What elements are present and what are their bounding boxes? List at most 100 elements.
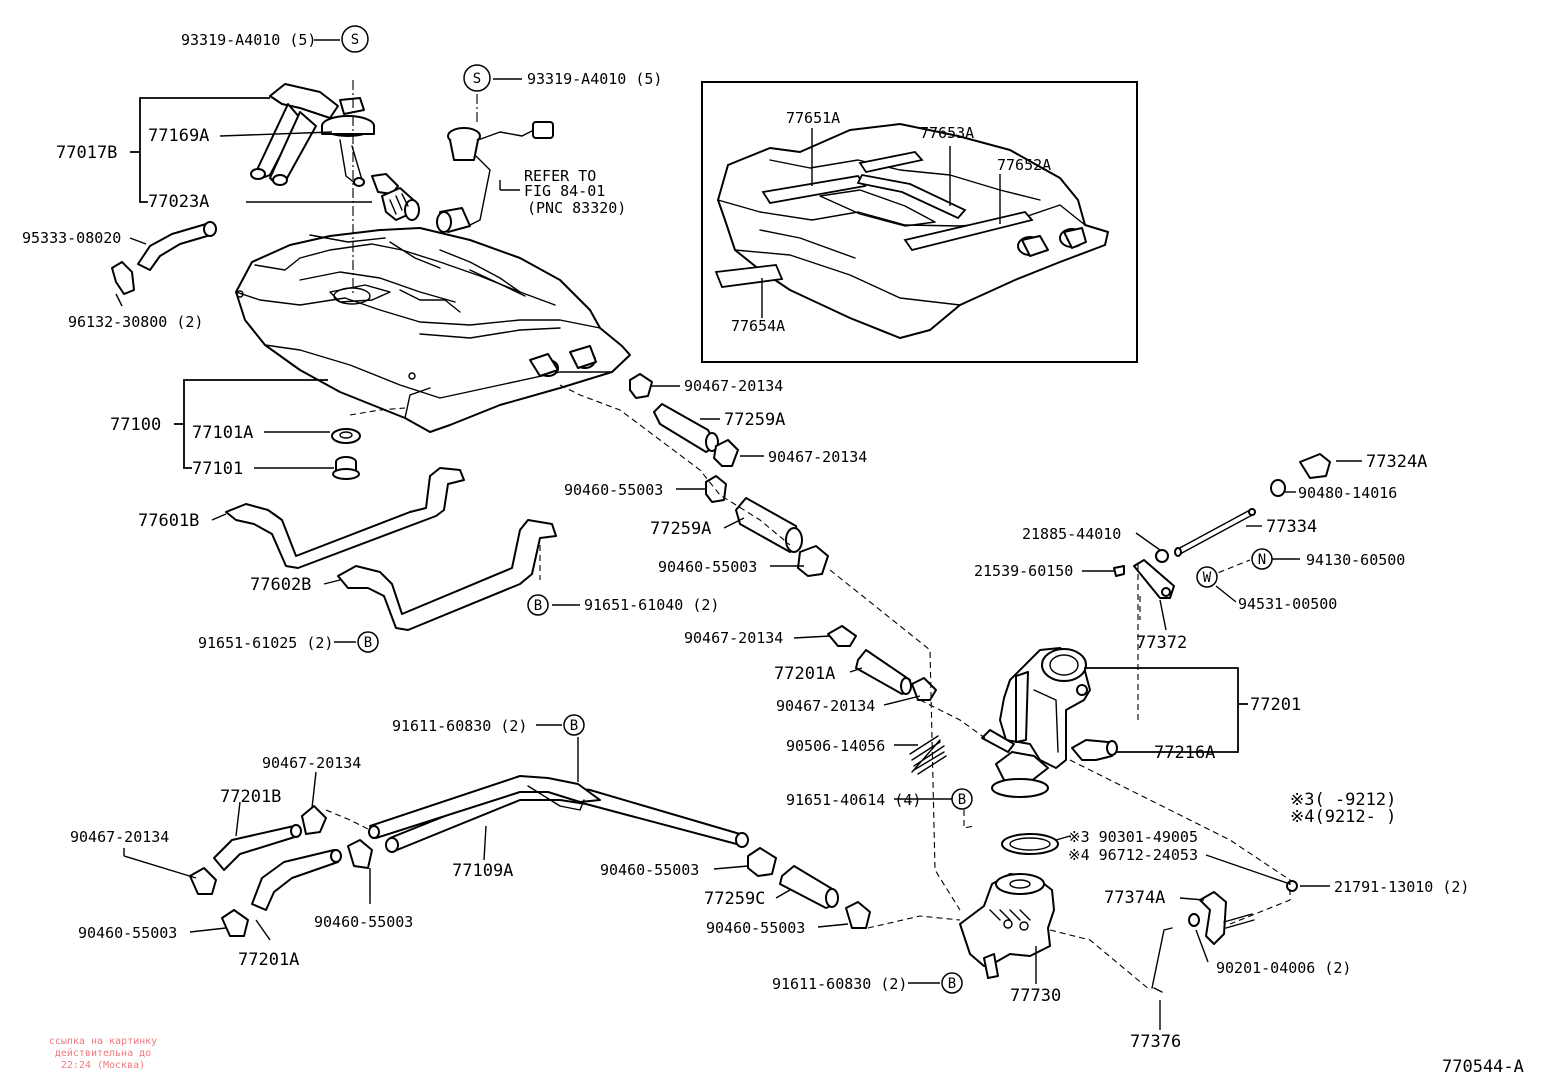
inset-frame — [701, 81, 1138, 363]
clamp-90467-e — [301, 805, 327, 835]
spring-90506 — [909, 735, 947, 775]
label-91651-61025: 91651-61025 (2) — [198, 634, 333, 652]
diagram-id: 770544-A — [1442, 1057, 1524, 1077]
label-91611-top: 91611-60830 (2) — [392, 717, 527, 735]
label-90467-c: 90467-20134 — [684, 629, 783, 647]
hose-95333 — [137, 223, 215, 271]
label-77374A: 77374A — [1104, 888, 1165, 908]
label-90201: 90201-04006 (2) — [1216, 959, 1351, 977]
rod-77376 — [1151, 927, 1173, 993]
label-77201A-b: 77201A — [238, 950, 299, 970]
clamp-90467-f — [189, 867, 217, 895]
strap-77601B — [225, 467, 465, 569]
pad-77653A — [856, 173, 967, 220]
sender-gauge-77017B — [250, 83, 375, 187]
drain-plug-77101 — [332, 456, 360, 480]
label-77169A: 77169A — [148, 126, 209, 146]
strap-77602B — [337, 519, 557, 631]
symbol-b-pipe — [563, 714, 585, 736]
label-refer-2: FIG 84-01 — [524, 182, 605, 200]
watermark-line-1: ссылка на картинку — [48, 1036, 158, 1047]
symbol-w-letter: W — [1203, 570, 1212, 586]
label-77109A: 77109A — [452, 861, 513, 881]
valve-77216A — [1071, 739, 1113, 761]
clamp-90467-b — [713, 439, 739, 467]
label-77259A-b: 77259A — [650, 519, 711, 539]
fuel-pump-sender — [436, 121, 554, 233]
label-90467-f: 90467-20134 — [70, 828, 169, 846]
watermark: ссылка на картинку действительна до 22:2… — [28, 1036, 178, 1072]
symbol-b-filler-letter: B — [958, 792, 966, 808]
symbol-b-strap — [527, 594, 549, 616]
clamp-90460-d — [845, 901, 871, 929]
symbol-n — [1251, 548, 1273, 570]
inset-fuel-tank — [717, 123, 1109, 339]
label-77324A: 77324A — [1366, 452, 1427, 472]
pin-21539 — [1113, 565, 1125, 577]
label-77101: 77101 — [192, 459, 243, 479]
label-77651A: 77651A — [786, 109, 840, 127]
label-refer-1: REFER TO — [524, 167, 596, 185]
label-21539: 21539-60150 — [974, 562, 1073, 580]
clamp-90460-a — [705, 475, 727, 503]
label-90467-b: 90467-20134 — [768, 448, 867, 466]
note-4: ※4(9212- ) — [1290, 807, 1396, 827]
label-90460-b: 90460-55003 — [658, 558, 757, 576]
symbol-w — [1196, 566, 1218, 588]
symbol-b-filler — [951, 788, 973, 810]
clamp-90460-c — [747, 847, 777, 877]
label-21791: 21791-13010 (2) — [1334, 878, 1469, 896]
clamp-90467-c — [827, 625, 857, 647]
fuel-tank-77100 — [235, 227, 631, 433]
label-95333: 95333-08020 — [22, 229, 121, 247]
pad-77653A-b — [858, 151, 924, 174]
pad-77654A — [714, 264, 784, 288]
watermark-line-3: 22:24 (Москва) — [60, 1060, 146, 1071]
label-90460-e: 90460-55003 — [78, 924, 177, 942]
bracket-77374A — [1199, 891, 1227, 945]
label-90467-d: 90467-20134 — [776, 697, 875, 715]
label-77017B: 77017B — [56, 143, 117, 163]
symbol-b-lid-letter: B — [948, 976, 956, 992]
clamp-90460-e — [221, 909, 249, 937]
label-91611-bot: 91611-60830 (2) — [772, 975, 907, 993]
label-77730: 77730 — [1010, 986, 1061, 1006]
label-90301: ※3 90301-49005 — [1068, 828, 1198, 846]
label-77602B: 77602B — [250, 575, 311, 595]
hose-77201A-lower — [251, 849, 339, 911]
symbol-b-strap-letter: B — [534, 598, 542, 614]
symbol-n-letter: N — [1258, 552, 1266, 568]
label-77216A: 77216A — [1154, 743, 1215, 763]
bushing-90480 — [1270, 479, 1286, 497]
label-77100: 77100 — [110, 415, 161, 435]
label-90480: 90480-14016 — [1298, 484, 1397, 502]
label-refer-3: (PNC 83320) — [527, 199, 626, 217]
label-77601B: 77601B — [138, 511, 199, 531]
symbol-s-top — [341, 25, 369, 53]
grommet-77101A — [331, 428, 361, 444]
label-77023A: 77023A — [148, 192, 209, 212]
clamp-90467-a — [629, 373, 653, 399]
fuel-lid-77730 — [959, 873, 1055, 979]
clamp-90460-f — [347, 839, 373, 869]
rod-77334 — [1175, 509, 1255, 555]
label-96712: ※4 96712-24053 — [1068, 846, 1198, 864]
filter-77023A — [371, 173, 420, 221]
label-90460-d: 90460-55003 — [706, 919, 805, 937]
label-93319-top: 93319-A4010 (5) — [181, 31, 316, 49]
label-77259A-a: 77259A — [724, 410, 785, 430]
cap-77324A — [1299, 453, 1331, 479]
washer-21885 — [1155, 549, 1169, 563]
pipe-77109A — [368, 775, 749, 853]
label-77201B: 77201B — [220, 787, 281, 807]
symbol-b-pipe-letter: B — [570, 718, 578, 734]
label-90506: 90506-14056 — [786, 737, 885, 755]
label-77372: 77372 — [1136, 633, 1187, 653]
symbol-s-mid-letter: S — [473, 71, 481, 87]
label-94130: 94130-60500 — [1306, 551, 1405, 569]
symbol-b-lid — [941, 972, 963, 994]
filler-pipe-77201 — [981, 647, 1091, 798]
label-77376: 77376 — [1130, 1032, 1181, 1052]
label-21885: 21885-44010 — [1022, 525, 1121, 543]
